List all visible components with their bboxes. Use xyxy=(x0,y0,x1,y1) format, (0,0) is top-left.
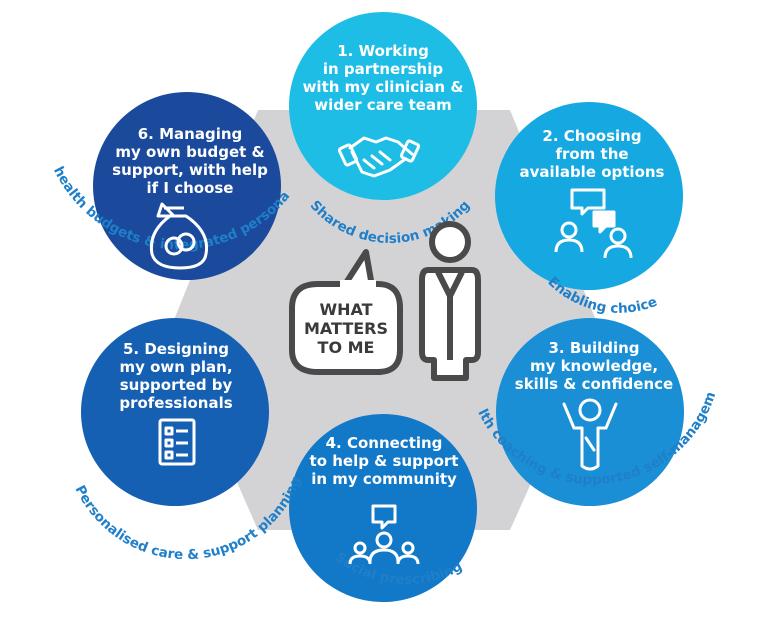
circle-1-number: 1. xyxy=(337,42,354,60)
circle-5-line-1: Designing xyxy=(144,340,230,358)
circle-5-text: 5. Designing my own plan, supported by p… xyxy=(98,340,254,412)
circle-3-number: 3. xyxy=(548,339,565,357)
celebrating-person-icon xyxy=(562,398,618,471)
circle-6-line-3: support, with help xyxy=(112,161,268,179)
circle-6-line-1: Managing xyxy=(159,125,243,143)
money-bag-icon xyxy=(149,202,209,270)
handshake-icon xyxy=(337,136,421,178)
circle-3 xyxy=(496,318,684,506)
community-group-icon xyxy=(348,504,420,565)
circle-1-line-3: with my clinician & xyxy=(302,78,464,96)
circle-2-line-1: Choosing xyxy=(563,127,642,145)
circle-6 xyxy=(93,92,281,280)
circle-5-line-3: supported by xyxy=(119,376,233,394)
circle-6-line-2: my own budget & xyxy=(115,143,265,161)
circle-6-line-4: if I choose xyxy=(146,179,234,197)
person-figure-icon xyxy=(419,221,481,381)
circle-4 xyxy=(289,414,477,602)
circle-1 xyxy=(289,12,477,200)
what-matters-to-me-text: WHAT MATTERS TO ME xyxy=(296,300,396,357)
center-line-1: WHAT xyxy=(319,300,373,319)
circle-4-line-2: to help & support xyxy=(309,452,459,470)
circle-2-number: 2. xyxy=(542,127,559,145)
circle-4-line-3: in my community xyxy=(311,470,457,488)
circle-1-line-1: Working xyxy=(358,42,429,60)
discussion-people-icon xyxy=(554,188,633,259)
circle-3-line-2: my knowledge, xyxy=(529,357,659,375)
circle-3-line-3: skills & confidence xyxy=(514,375,674,393)
speech-bubble-tail-join xyxy=(340,280,376,290)
circle-4-text: 4. Connecting to help & support in my co… xyxy=(304,434,464,488)
circle-6-text: 6. Managing my own budget & support, wit… xyxy=(112,125,268,197)
center-line-3: TO ME xyxy=(317,338,375,357)
speech-bubble-tail xyxy=(341,249,375,288)
circle-2-line-2: from the xyxy=(555,145,629,163)
circle-5-line-4: professionals xyxy=(119,394,233,412)
checklist-icon xyxy=(158,418,196,466)
circle-2 xyxy=(495,102,683,290)
circle-1-line-2: in partnership xyxy=(322,60,444,78)
circle-4-line-1: Connecting xyxy=(346,434,443,452)
circle-1-line-4: wider care team xyxy=(314,96,452,114)
circle-5-number: 5. xyxy=(122,340,140,358)
circle-3-line-1: Building xyxy=(569,339,640,357)
circle-5 xyxy=(81,318,269,506)
center-line-2: MATTERS xyxy=(303,319,389,338)
circle-2-line-3: available options xyxy=(519,163,665,181)
circle-6-number: 6. xyxy=(137,125,154,143)
circle-5-line-2: my own plan, xyxy=(119,358,233,376)
circle-2-text: 2. Choosing from the available options xyxy=(512,127,672,181)
circle-3-text: 3. Building my knowledge, skills & confi… xyxy=(508,339,680,393)
circle-1-text: 1. Working in partnership with my clinic… xyxy=(300,42,466,114)
speech-bubble xyxy=(289,281,403,375)
circle-4-number: 4. xyxy=(325,434,342,452)
